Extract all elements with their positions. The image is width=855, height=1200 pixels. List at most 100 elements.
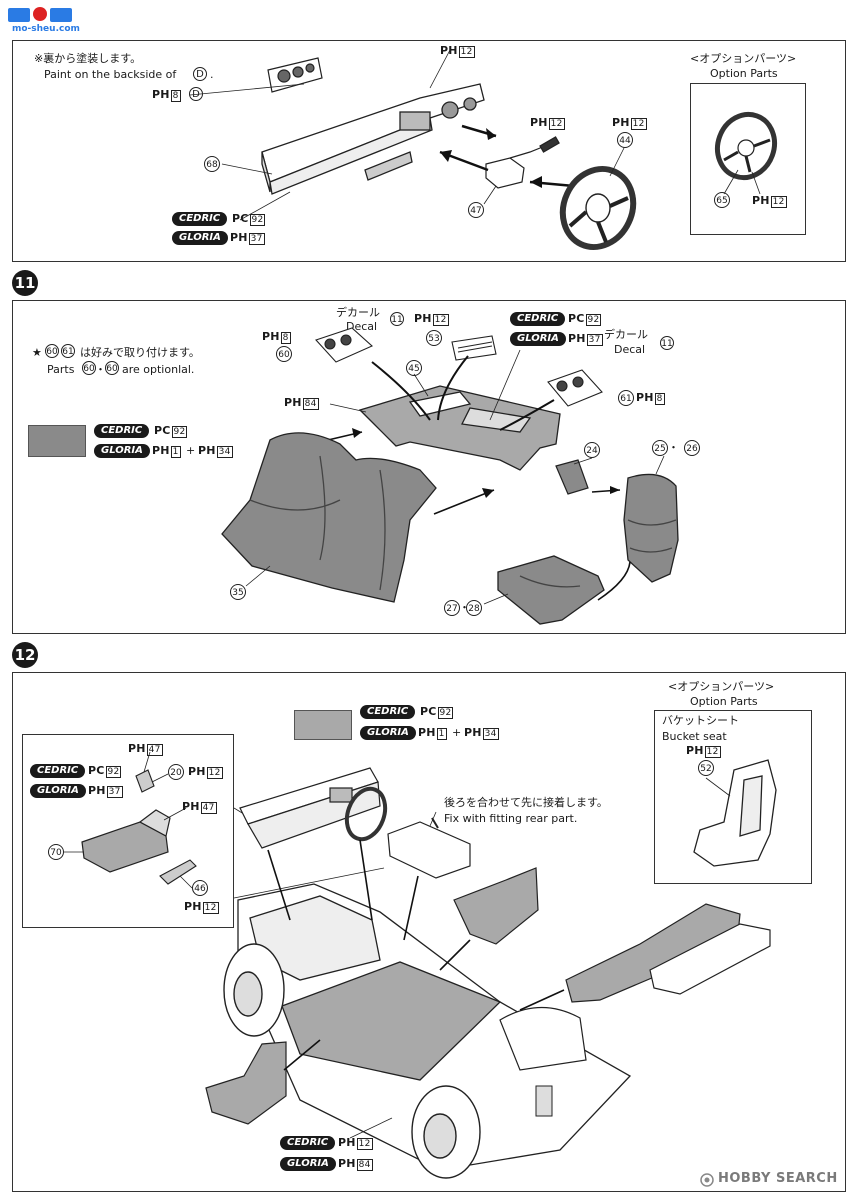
part-45: 45: [406, 360, 422, 376]
bucket-seat-drawing: [693, 759, 777, 867]
gloria-pill-12c: GLORIA: [280, 1157, 336, 1171]
part-44: 44: [617, 132, 633, 148]
note-en-part-60b: 60: [105, 361, 119, 375]
cedric-pill-12c: CEDRIC: [280, 1136, 336, 1150]
speaker-60-drawing: [315, 327, 373, 363]
step10-drawing: [189, 49, 777, 250]
dashboard-drawing: [261, 83, 485, 195]
part-70: 70: [48, 844, 64, 860]
watermark-text: mo-sheu.com: [12, 24, 80, 34]
cedric-pill-11: CEDRIC: [94, 424, 150, 438]
cedric-pill-10: CEDRIC: [172, 212, 228, 226]
part-65: 65: [714, 192, 730, 208]
step10-note-end: .: [210, 68, 214, 81]
part-52: 52: [698, 760, 714, 776]
gloria-pill-12b: GLORIA: [30, 784, 86, 798]
step11-star: ★: [32, 346, 42, 359]
step11-swatch: [28, 425, 86, 457]
step11-number: 11: [12, 270, 38, 296]
step10-option-en: Option Parts: [710, 67, 778, 80]
cedric-pill-12: CEDRIC: [360, 705, 416, 719]
gloria-pill-11: GLORIA: [94, 444, 150, 458]
note-part-60: 60: [45, 344, 59, 358]
step11-note-jp: は好みで取り付けます。: [80, 346, 200, 359]
watermark-icon: [8, 7, 72, 22]
gauge-cluster-drawing: [267, 57, 323, 93]
part-25-26-dot: ・: [668, 441, 679, 454]
decal-part-11-left: 11: [390, 312, 404, 326]
step11-panel: [12, 300, 846, 634]
speaker-61-drawing: [547, 369, 603, 407]
step11-note-en-b: are optionlal.: [122, 363, 195, 376]
footer-brand: HOBBY SEARCH: [718, 1171, 838, 1186]
step11-drawing: [221, 327, 679, 625]
part-d-marker: D: [193, 67, 207, 81]
console-70-drawing: [81, 809, 171, 873]
step10-option-jp: <オプションパーツ>: [690, 52, 797, 65]
seat-back-25-drawing: [623, 473, 679, 583]
step10-note-en: Paint on the backside of: [44, 68, 177, 81]
step12-option-jp: <オプションパーツ>: [668, 680, 775, 693]
plus-11: +: [186, 444, 196, 457]
console-12-drawing: [387, 817, 471, 879]
front-seat-left-drawing: [205, 1041, 287, 1125]
bucket-seat-jp: バケットシート: [662, 714, 739, 727]
front-wheel-drawing: [411, 1085, 481, 1179]
part-46: 46: [192, 880, 208, 896]
part-53: 53: [426, 330, 442, 346]
rear-seat-drawing: [221, 432, 437, 603]
step12-option-en: Option Parts: [690, 695, 758, 708]
hobby-search-logo-icon: [700, 1173, 714, 1187]
part-20: 20: [168, 764, 184, 780]
option-wheel-drawing: [715, 111, 777, 181]
note-en-part-60a: 60: [82, 361, 96, 375]
headrest-24-drawing: [555, 459, 589, 495]
part-26: 26: [684, 440, 700, 456]
lever-46-drawing: [159, 859, 197, 885]
decal-jp-left: デカール: [336, 306, 380, 319]
step12-number: 12: [12, 642, 38, 668]
decal-en-right: Decal: [614, 343, 646, 356]
part-47: 47: [468, 202, 484, 218]
step10-panel: [12, 40, 846, 262]
shift-knob-drawing: [135, 769, 155, 793]
rear-shelf-drawing: [358, 385, 561, 471]
bucket-seat-en: Bucket seat: [662, 730, 727, 743]
switch-part-drawing: [485, 136, 560, 189]
part-68: 68: [204, 156, 220, 172]
step10-option-box: [690, 83, 806, 235]
part-27: 27: [444, 600, 460, 616]
part-60: 60: [276, 346, 292, 362]
gloria-pill-11b: GLORIA: [510, 332, 566, 346]
gloria-pill-12: GLORIA: [360, 726, 416, 740]
rear-shelf-12-drawing: [649, 923, 771, 995]
gloria-pill-10: GLORIA: [172, 231, 228, 245]
part-28: 28: [466, 600, 482, 616]
chassis-floor-drawing: [237, 883, 632, 1171]
steering-wheel-12-drawing: [344, 786, 388, 842]
part-27-28-dot: ・: [459, 601, 470, 614]
part-25: 25: [652, 440, 668, 456]
step12-fix-jp: 後ろを合わせて先に接着します。: [444, 796, 608, 809]
rear-wheel-drawing: [223, 943, 285, 1037]
